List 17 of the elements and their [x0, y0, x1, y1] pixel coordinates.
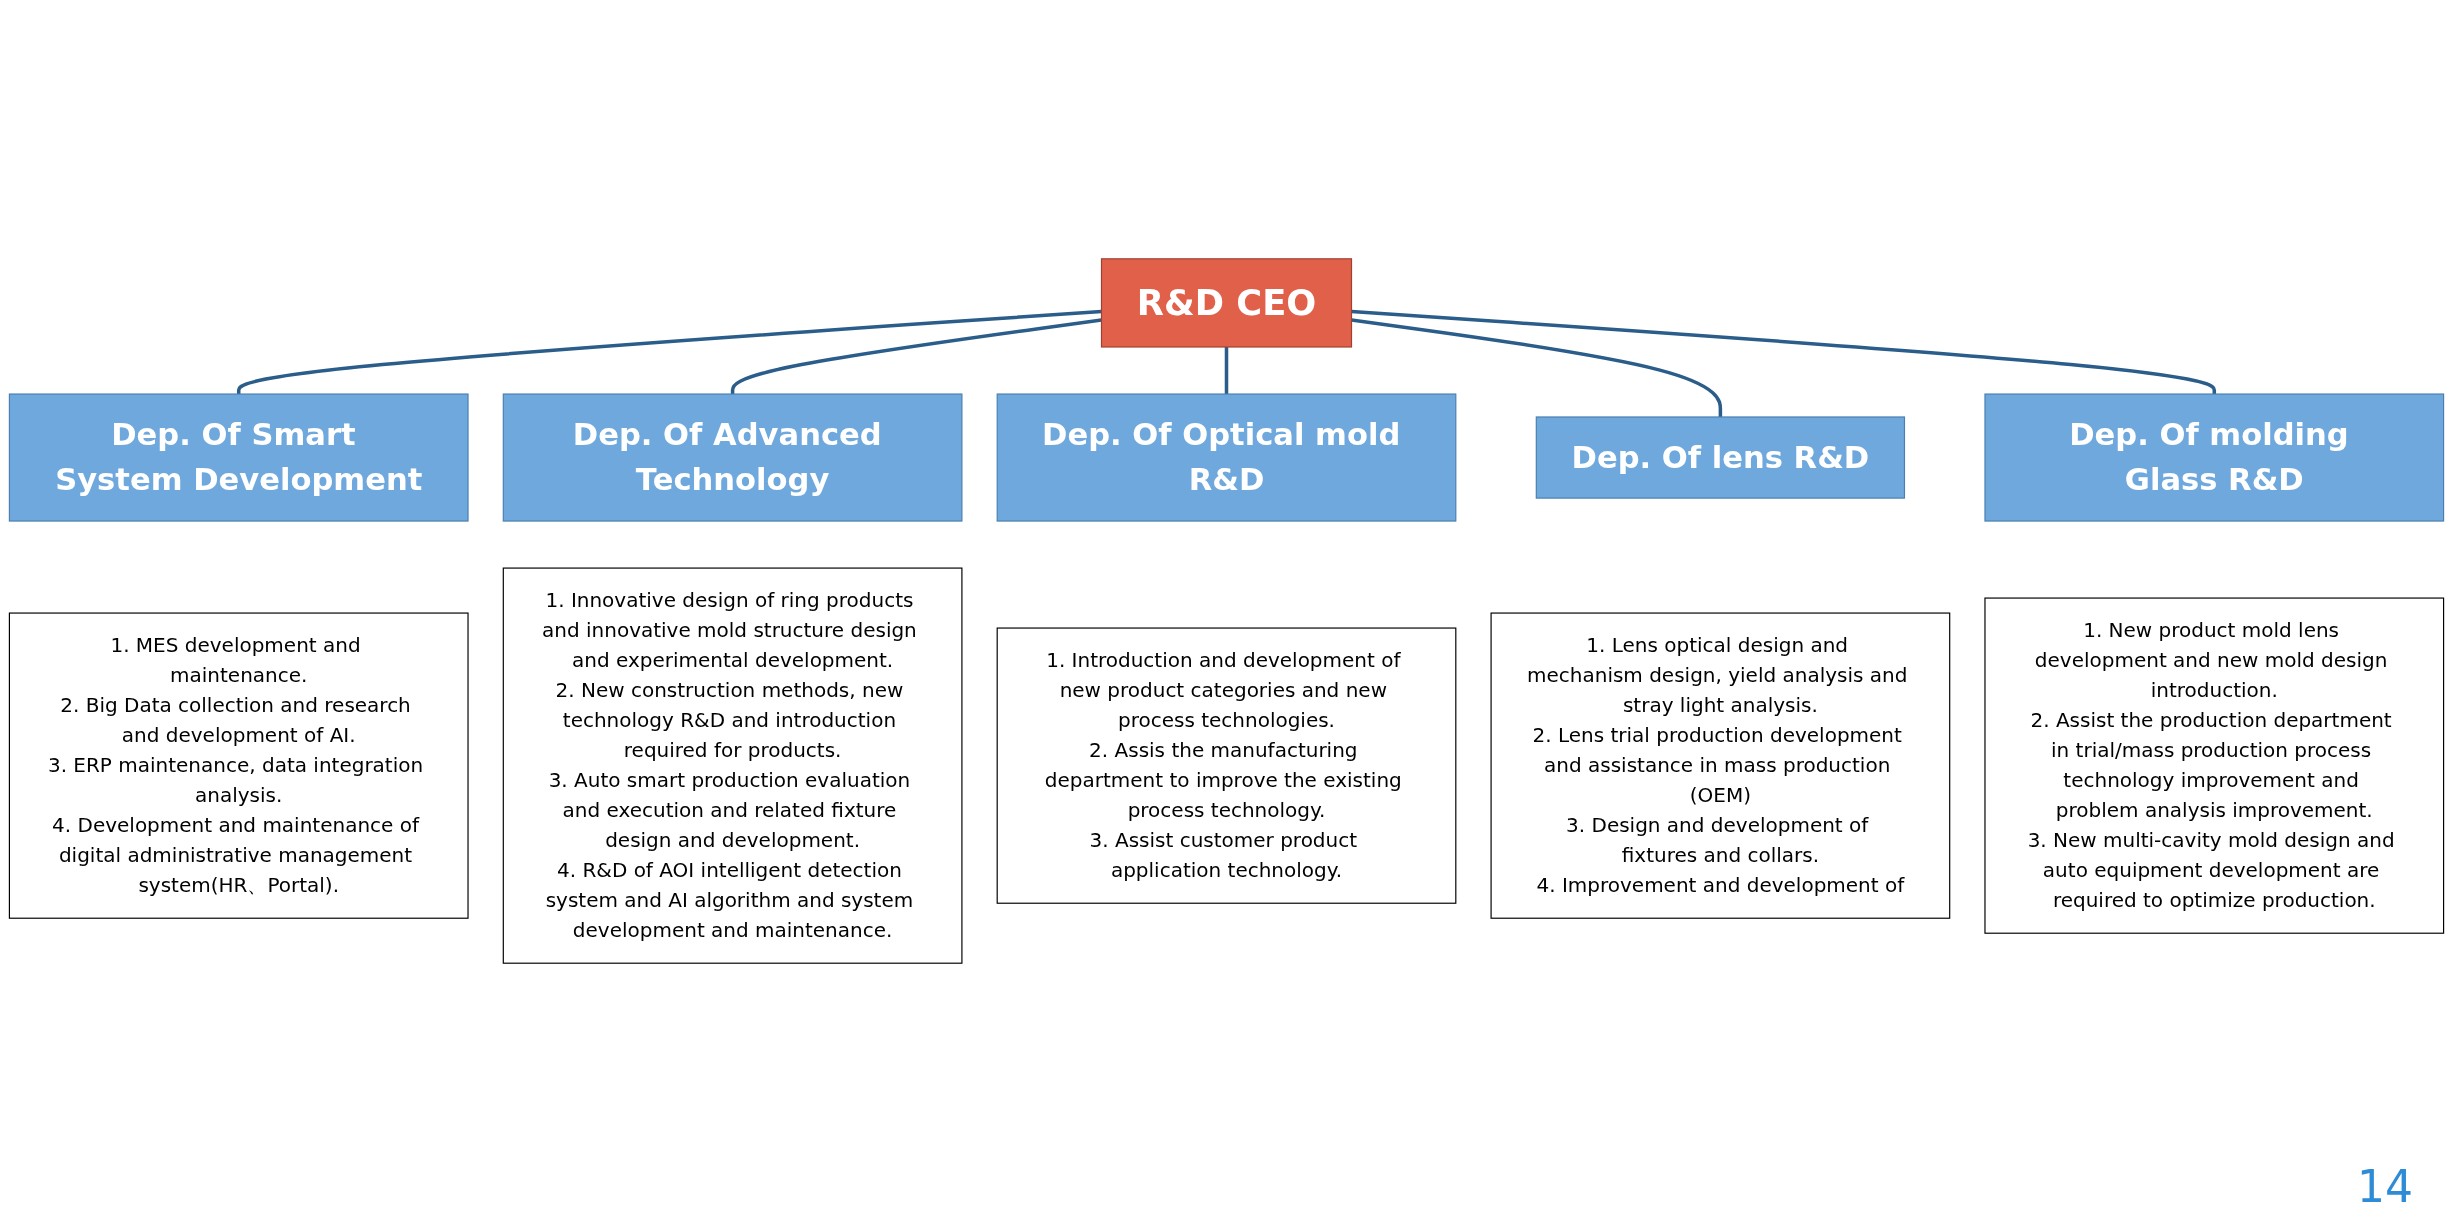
node-box: Dep. Of Advanced Technology [502, 393, 963, 522]
node-box: R&D CEO [1100, 258, 1353, 348]
connector [1351, 309, 2217, 395]
node-box: Dep. Of molding Glass R&D [1984, 393, 2445, 522]
node-box: Dep. Of Smart System Development [8, 393, 469, 522]
connector [730, 318, 1102, 395]
connector [236, 309, 1102, 395]
connector [1224, 347, 1229, 395]
node-box: Dep. Of Optical mold R&D [996, 393, 1457, 522]
node-box: 1. Innovative design of ring products and innovative mold structure design and experimental development. 2. New construction methods, new technology R&D and introduction required for products. 3. Auto smart production evaluation and execution and related fixture design and development. 4. R&D of AOI intelligent detection system and AI algorithm and system development and maintenance. [502, 567, 963, 964]
node-box: 1. MES development and maintenance. 2. Big Data collection and research and development of AI. 3. ERP maintenance, data integration analysis. 4. Development and maintenance of digital administrative management system(HR、Portal). [8, 612, 469, 919]
connector [1351, 318, 1723, 417]
node-box: 1. Introduction and development of new product categories and new process technologies. 2. Assis the manufacturing department to improve the existing process technology. 3. Assist customer product application technology. [996, 627, 1457, 904]
node-box: 1. Lens optical design and mechanism design, yield analysis and stray light analysis. 2. Lens trial production development and assistance in mass production (OEM) 3. Design and development of fixtures and collars. 4. Improvement and development of [1490, 612, 1951, 919]
page-number: 14 [2357, 1161, 2413, 1212]
node-box: Dep. Of lens R&D [1535, 416, 1906, 499]
node-box: 1. New product mold lens development and new mold design introduction. 2. Assist the production department in trial/mass production process technology improvement and problem analysis improvement. 3. New multi-cavity mold design and auto equipment development are required to optimize production. [1984, 597, 2445, 934]
